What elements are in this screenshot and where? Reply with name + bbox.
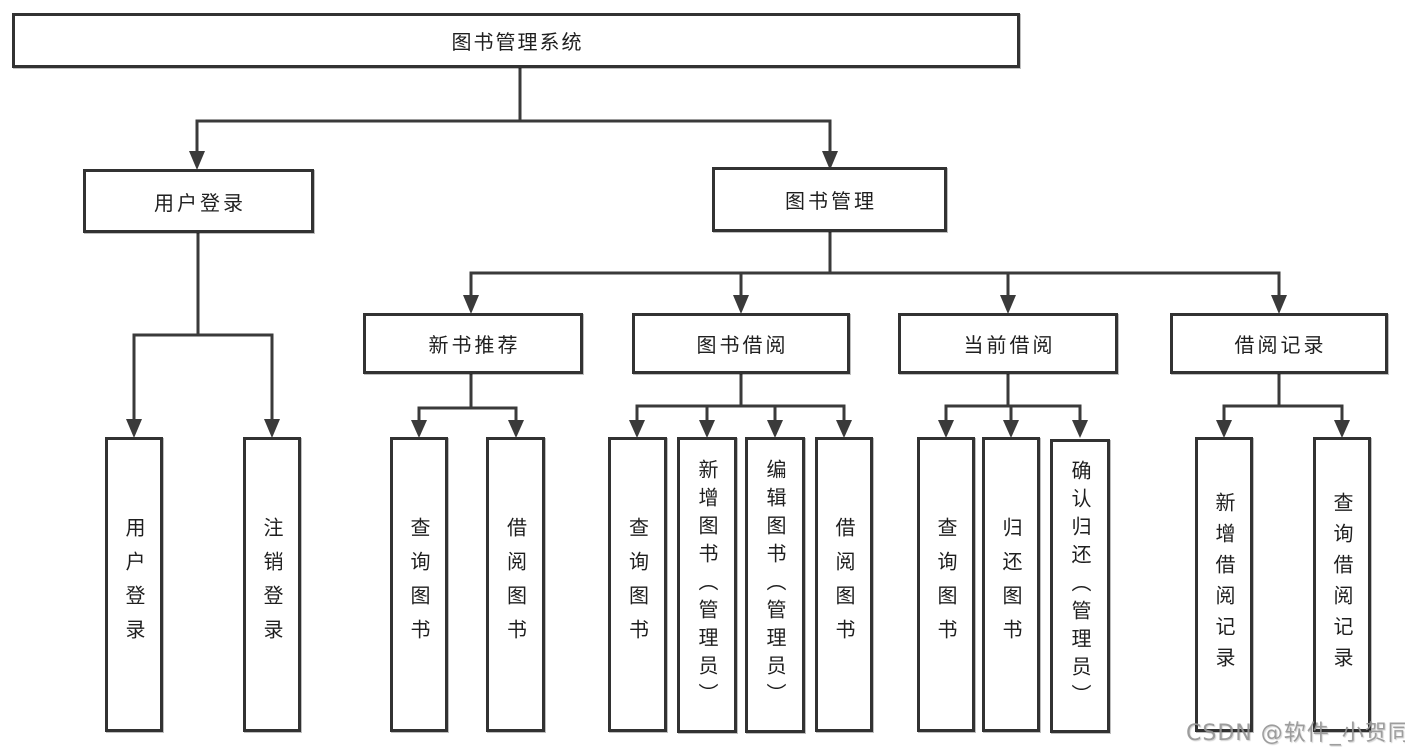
leaf-edit-book-admin: 编辑图书（管理员） (745, 437, 805, 733)
leaf-current-query-book: 查询图书 (917, 437, 975, 732)
leaf-recommend-query-book-label: 查询图书 (407, 516, 431, 653)
leaf-borrow-query-book-label: 查询图书 (625, 516, 650, 653)
leaf-borrow-book-label: 借阅图书 (832, 516, 856, 653)
node-book-management: 图书管理 (712, 167, 947, 232)
leaf-user-login: 用户登录 (105, 437, 163, 732)
leaf-query-borrow-record-label: 查询借阅记录 (1330, 491, 1354, 678)
node-current-borrow: 当前借阅 (898, 313, 1118, 374)
leaf-borrow-book: 借阅图书 (815, 437, 873, 732)
node-borrow-record-label: 借阅记录 (1234, 333, 1327, 357)
node-new-book-recommend-label: 新书推荐 (428, 333, 521, 357)
node-borrow-record: 借阅记录 (1170, 313, 1388, 374)
leaf-current-query-book-label: 查询图书 (934, 516, 958, 653)
leaf-logout-label: 注销登录 (260, 516, 284, 653)
leaf-logout: 注销登录 (243, 437, 301, 732)
leaf-recommend-borrow-book-label: 借阅图书 (503, 516, 528, 653)
node-book-borrow: 图书借阅 (632, 313, 850, 374)
leaf-return-book: 归还图书 (982, 437, 1040, 732)
node-user-login: 用户登录 (83, 169, 314, 233)
leaf-confirm-return-admin: 确认归还（管理员） (1050, 439, 1110, 733)
leaf-confirm-return-admin-label: 确认归还（管理员） (1068, 460, 1092, 712)
leaf-user-login-label: 用户登录 (122, 516, 146, 653)
csdn-watermark: CSDN @软件_小贺同学 (1186, 721, 1405, 746)
leaf-add-borrow-record: 新增借阅记录 (1195, 437, 1253, 732)
leaf-borrow-query-book: 查询图书 (608, 437, 667, 732)
node-root: 图书管理系统 (12, 13, 1020, 68)
node-new-book-recommend: 新书推荐 (363, 313, 583, 374)
leaf-recommend-borrow-book: 借阅图书 (486, 437, 545, 732)
node-current-borrow-label: 当前借阅 (963, 333, 1056, 357)
leaf-query-borrow-record: 查询借阅记录 (1313, 437, 1371, 732)
node-book-borrow-label: 图书借阅 (696, 333, 789, 357)
leaf-recommend-query-book: 查询图书 (390, 437, 448, 732)
node-user-login-label: 用户登录 (154, 190, 246, 215)
node-book-management-label: 图书管理 (785, 189, 877, 213)
leaf-return-book-label: 归还图书 (999, 516, 1023, 653)
leaf-add-book-admin: 新增图书（管理员） (677, 437, 737, 733)
node-root-label: 图书管理系统 (451, 30, 584, 54)
leaf-edit-book-admin-label: 编辑图书（管理员） (763, 459, 787, 711)
leaf-add-book-admin-label: 新增图书（管理员） (695, 459, 719, 711)
leaf-add-borrow-record-label: 新增借阅记录 (1212, 491, 1236, 678)
